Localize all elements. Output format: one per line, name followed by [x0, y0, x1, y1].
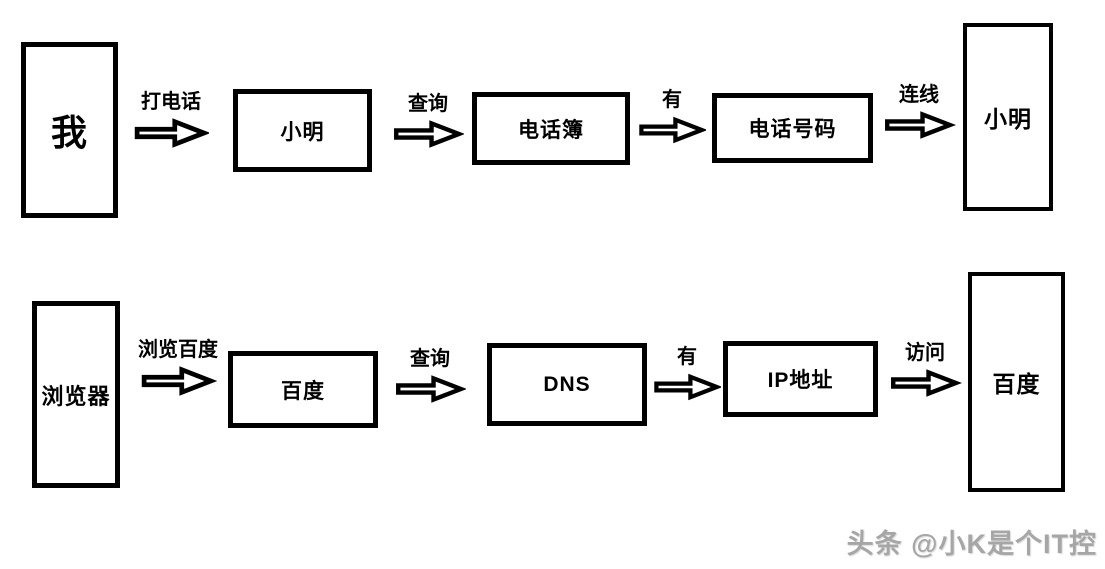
- arrow-has-number: 有: [637, 88, 707, 145]
- node-xiaoming-label: 小明: [280, 120, 325, 144]
- right-arrow-icon: [394, 120, 464, 148]
- node-xiaoming-end-label: 小明: [984, 106, 1032, 132]
- node-dns: DNS: [487, 343, 647, 426]
- right-arrow-icon: [396, 375, 466, 403]
- right-arrow-icon: [885, 111, 956, 139]
- right-arrow-icon: [141, 366, 217, 396]
- arrow-lookup-phonebook: 查询: [390, 92, 466, 149]
- right-arrow-icon: [654, 373, 721, 401]
- node-ip-address-label: IP地址: [767, 369, 834, 392]
- node-browser: 浏览器: [32, 301, 120, 488]
- node-baidu-end: 百度: [968, 272, 1065, 492]
- right-arrow-icon: [639, 116, 706, 144]
- node-me: 我: [21, 42, 118, 218]
- node-browser-label: 浏览器: [41, 383, 111, 409]
- node-phonebook: 电话簿: [472, 92, 630, 165]
- arrow-query-dns: 查询: [392, 347, 468, 404]
- arrow-has-ip-label: 有: [677, 346, 697, 368]
- arrow-visit-label: 访问: [905, 342, 945, 364]
- arrow-browse-baidu: 浏览百度: [130, 338, 226, 397]
- node-xiaoming-end: 小明: [963, 23, 1053, 211]
- arrow-connect-label: 连线: [899, 84, 939, 106]
- node-phone-number-label: 电话号码: [748, 118, 837, 141]
- node-phonebook-label: 电话簿: [518, 118, 584, 142]
- arrow-browse-baidu-label: 浏览百度: [138, 339, 218, 361]
- arrow-make-call: 打电话: [130, 90, 212, 149]
- node-xiaoming: 小明: [233, 89, 372, 172]
- arrow-has-number-label: 有: [662, 89, 682, 111]
- arrow-connect: 连线: [880, 83, 958, 140]
- watermark-text: 头条 @小K是个IT控: [846, 529, 1097, 559]
- node-baidu-end-label: 百度: [992, 371, 1041, 397]
- node-baidu: 百度: [228, 351, 378, 428]
- arrow-has-ip: 有: [652, 345, 722, 402]
- arrow-query-dns-label: 查询: [410, 348, 450, 370]
- right-arrow-icon: [891, 369, 962, 397]
- arrow-make-call-label: 打电话: [141, 91, 201, 113]
- node-dns-label: DNS: [543, 372, 591, 396]
- right-arrow-icon: [134, 118, 209, 148]
- node-ip-address: IP地址: [723, 341, 878, 417]
- node-baidu-label: 百度: [281, 379, 325, 403]
- arrow-visit: 访问: [886, 341, 964, 398]
- arrow-lookup-phonebook-label: 查询: [408, 93, 448, 115]
- node-phone-number: 电话号码: [712, 93, 873, 163]
- node-me-label: 我: [50, 112, 88, 153]
